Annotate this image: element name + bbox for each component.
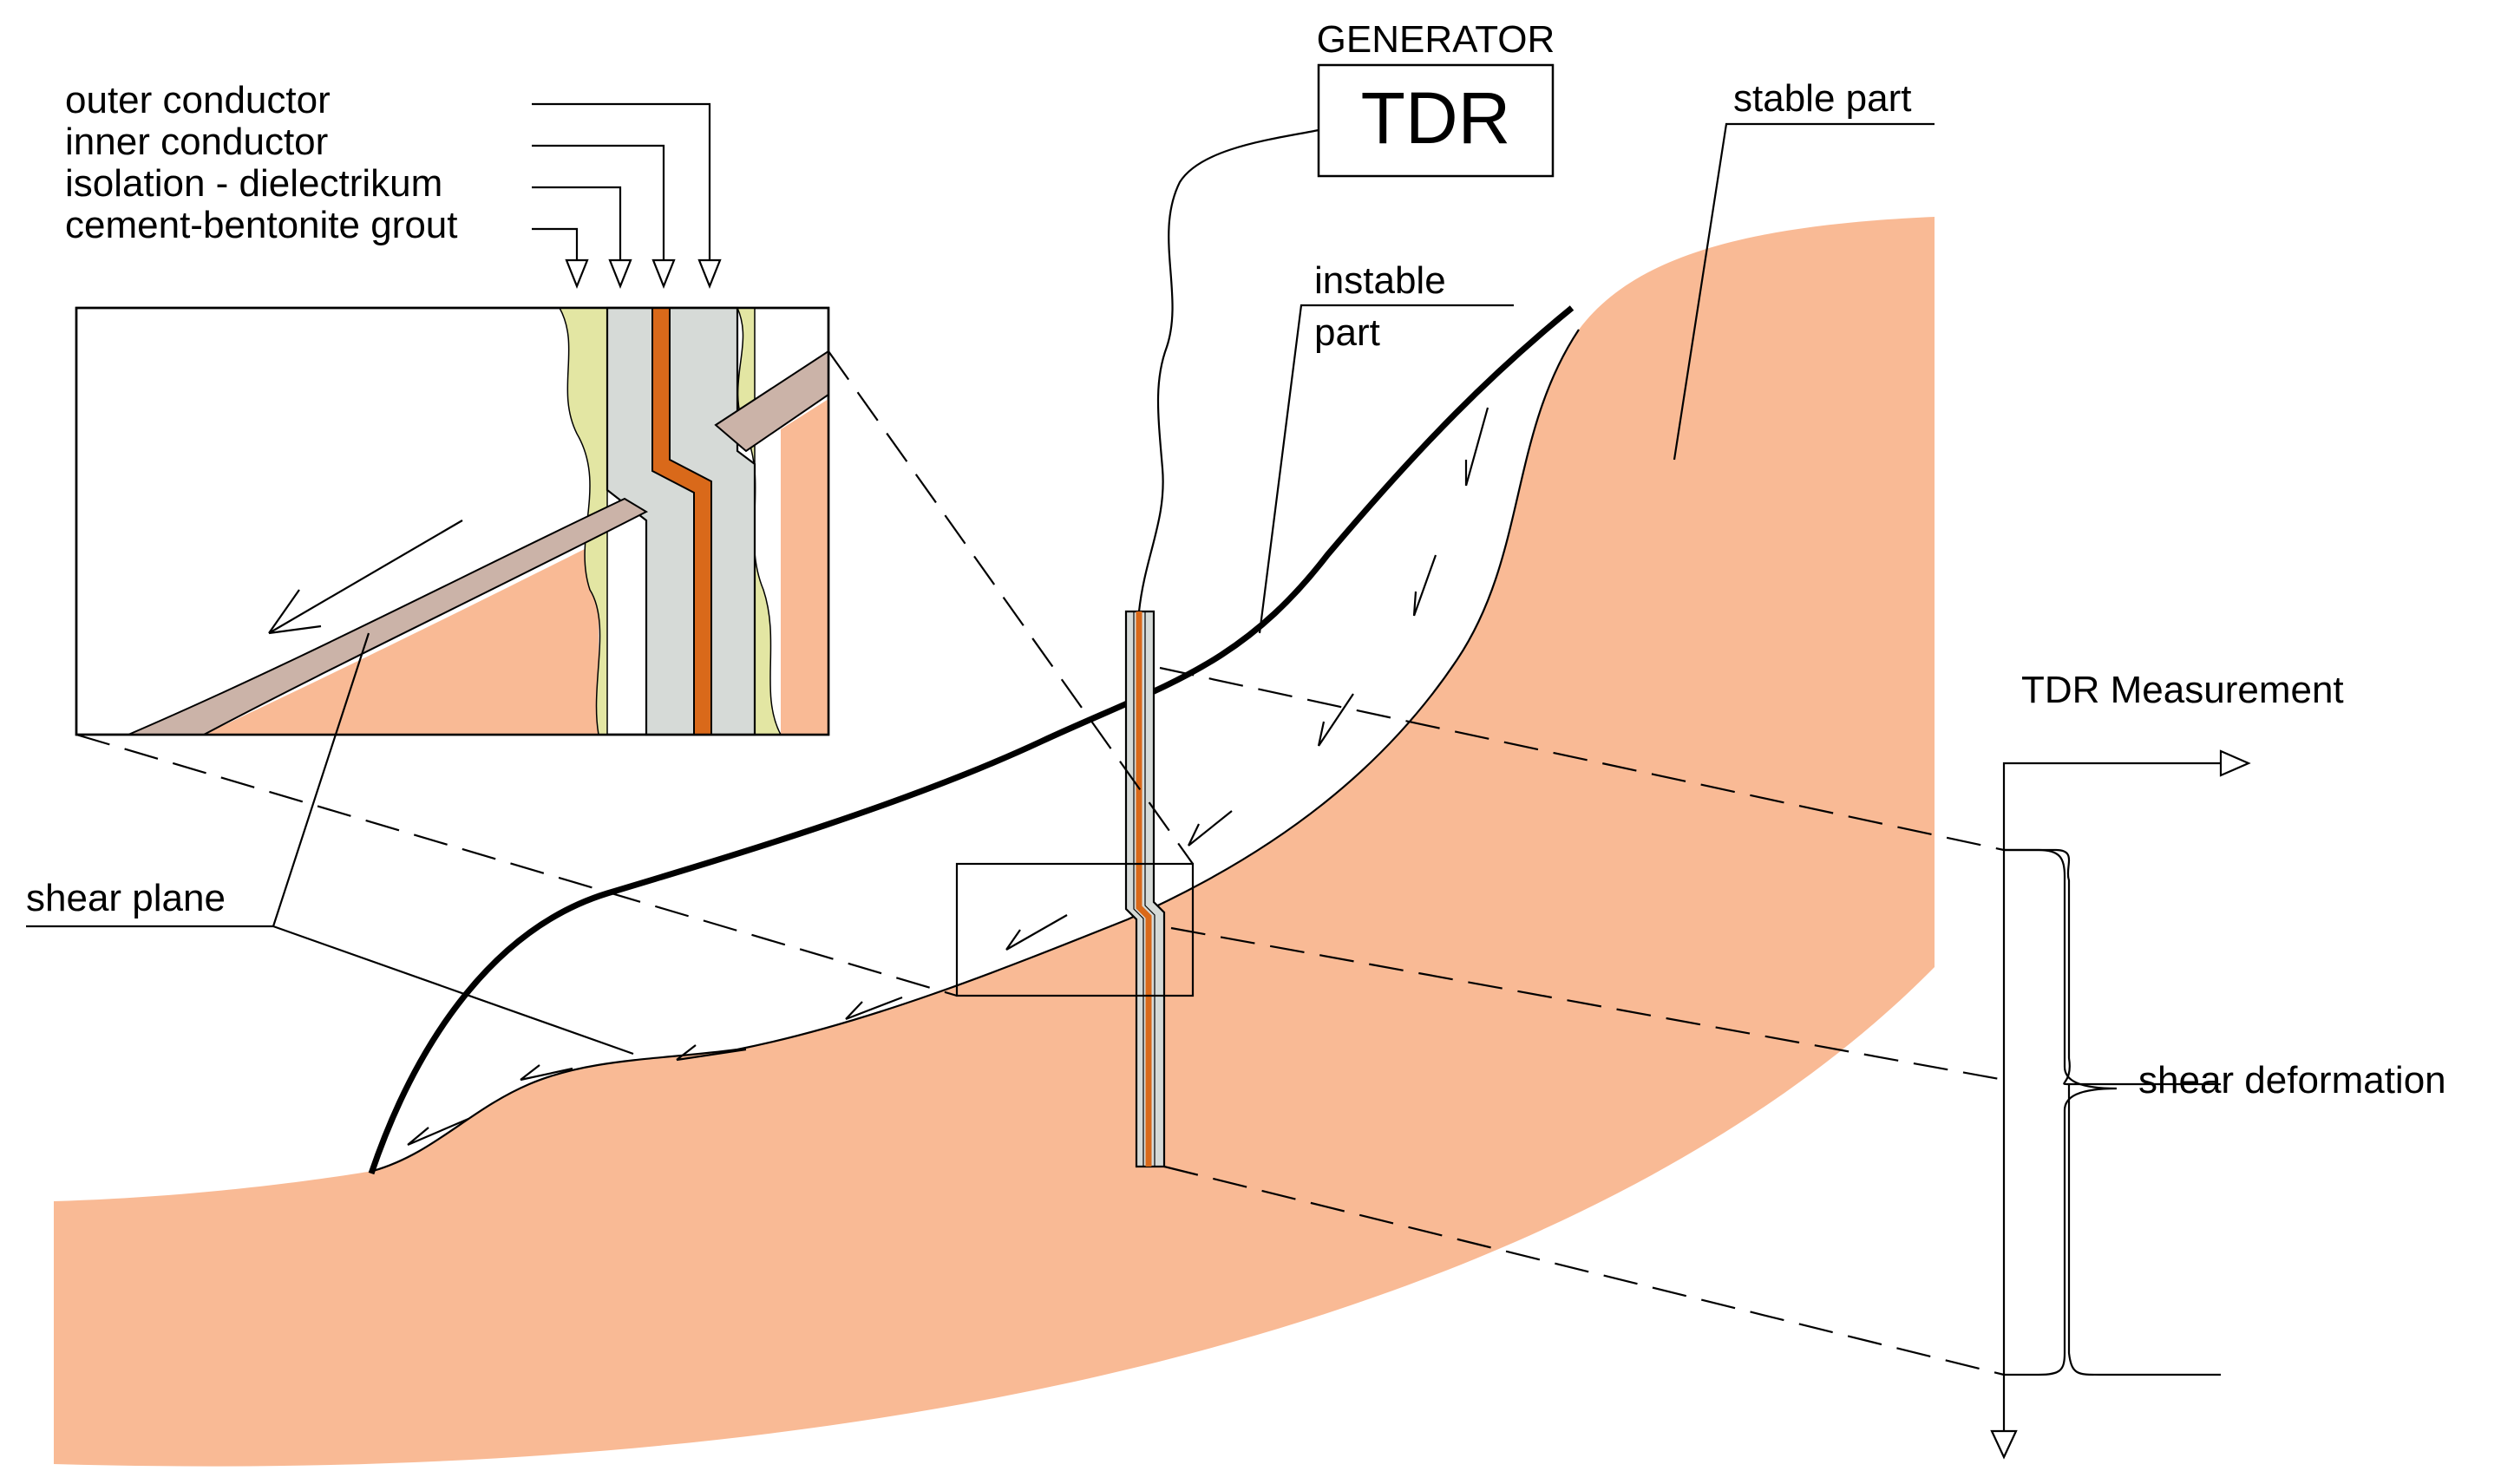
- inner-conductor-label: inner conductor: [65, 121, 328, 163]
- generator-label: GENERATOR: [1317, 18, 1555, 61]
- terrain-surface: [368, 305, 1575, 1175]
- outer-conductor-label: outer conductor: [65, 79, 331, 121]
- tdr-measurement-label: TDR Measurement: [2021, 669, 2344, 711]
- slip-surface: [372, 329, 1580, 1173]
- shear-plane-label: shear plane: [26, 877, 226, 919]
- tdr-waveform: [2004, 848, 2221, 1086]
- movement-arrows: [407, 407, 1489, 1147]
- stable-part-leader: [1673, 122, 1935, 461]
- shear-deformation-brace: [2004, 848, 2118, 1376]
- isolation-label: isolation - dielectrikum: [65, 162, 442, 205]
- shear-plane-leader: [26, 632, 634, 1056]
- stable-soil-body: [54, 217, 1935, 1467]
- projection-lines: [75, 350, 2005, 1376]
- detail-frame-small: [955, 862, 1195, 997]
- instable-part-label-line2: part: [1314, 311, 1380, 354]
- layer-leader-arrowheads: [565, 258, 722, 289]
- detail-inset: [75, 306, 830, 736]
- shear-deformation-label: shear deformation: [2138, 1059, 2446, 1102]
- tdr-generator-label: TDR: [1361, 77, 1511, 159]
- instable-part-label-line1: instable: [1314, 259, 1446, 302]
- layer-leaders: [532, 102, 711, 260]
- instable-part-leader: [1258, 304, 1514, 634]
- stable-part-label: stable part: [1733, 77, 1911, 120]
- inner-conductor-line: [1136, 611, 1152, 1167]
- tdr-measurement-axes: [1990, 749, 2251, 1460]
- tdr-waveform-tail: [2067, 1084, 2221, 1376]
- generator-cable: [1137, 128, 1319, 612]
- tdr-generator-box: [1317, 63, 1555, 178]
- grout-label: cement-bentonite grout: [65, 204, 458, 246]
- borehole-cable: [1124, 610, 1166, 1168]
